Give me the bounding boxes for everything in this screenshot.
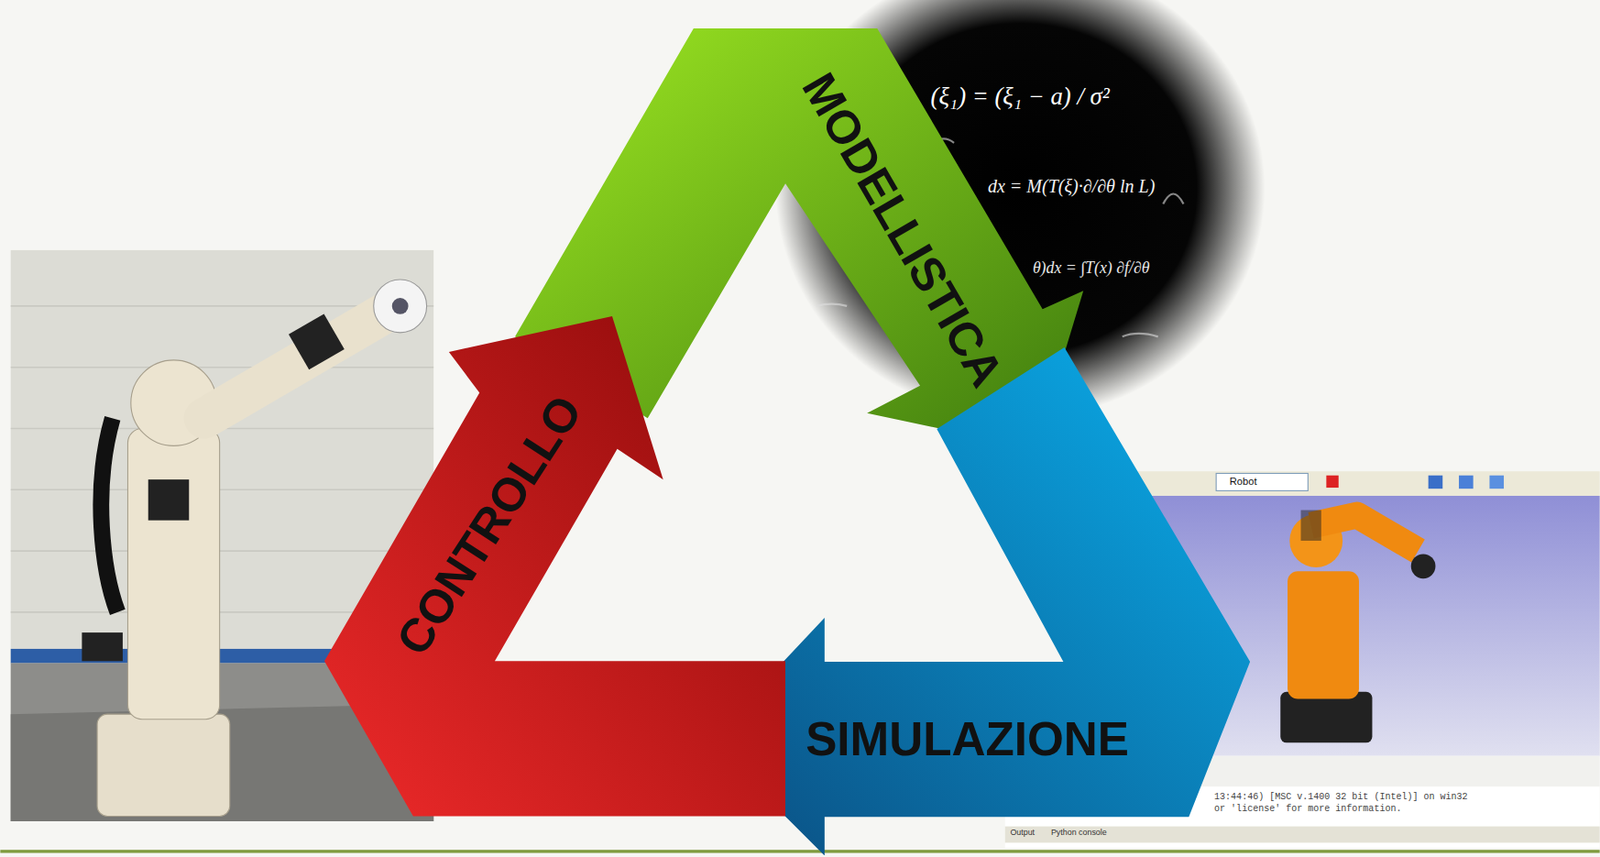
control-arrow: CONTROLLO <box>324 316 786 817</box>
bottom-rule <box>0 849 1600 853</box>
console-line: 13:44:46) [MSC v.1400 32 bit (Intel)] on… <box>1214 791 1468 802</box>
console-line: or 'license' for more information. <box>1214 803 1402 814</box>
formula: (ξ₁) = (ξ₁ − a) / σ² <box>931 83 1110 110</box>
formula: dx = M(T(ξ)·∂/∂θ ln L) <box>987 175 1155 197</box>
tab-label: Output <box>1009 828 1035 838</box>
arrow-label: SIMULAZIONE <box>805 716 1129 764</box>
formula: θ)dx = ∫T(x) ∂f/∂θ <box>1032 259 1151 278</box>
arrow-shape <box>709 347 1250 856</box>
simulation-arrow: SIMULAZIONE <box>709 347 1250 856</box>
tab-label: Python console <box>1051 828 1107 838</box>
dropdown-label: Robot <box>1229 475 1258 487</box>
